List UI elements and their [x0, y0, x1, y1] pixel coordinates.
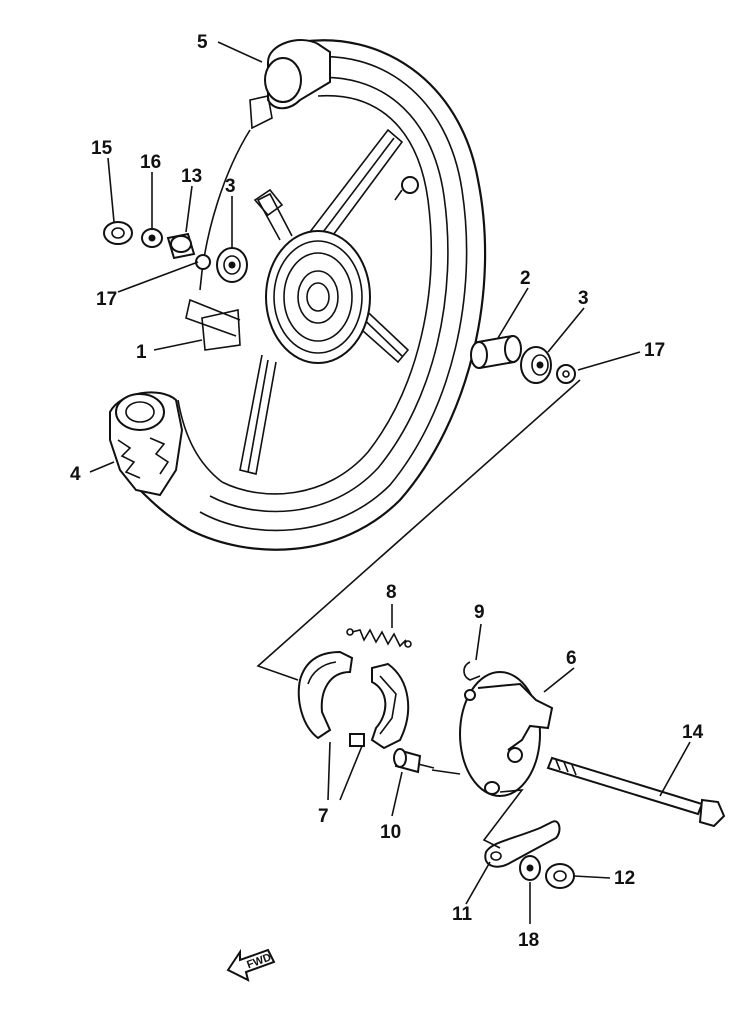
label-7: 7 — [318, 806, 329, 827]
label-17-right: 17 — [644, 340, 665, 361]
part-labels: 5 15 16 13 3 17 1 4 2 3 17 8 9 6 14 7 10… — [70, 32, 704, 951]
assembly-lines — [256, 379, 581, 849]
label-2: 2 — [520, 268, 531, 289]
wheel-rim — [139, 39, 487, 551]
label-8: 8 — [386, 582, 397, 603]
part-12-nut — [545, 863, 575, 889]
part-7-brake-shoes — [297, 650, 410, 750]
wheel-spokes — [185, 128, 410, 475]
label-3-right: 3 — [578, 288, 589, 309]
label-18: 18 — [518, 930, 539, 951]
label-14: 14 — [682, 722, 704, 743]
part-17-circlip-right — [556, 364, 576, 384]
wheel-hub — [201, 176, 419, 364]
label-10: 10 — [380, 822, 401, 843]
label-5: 5 — [197, 32, 208, 53]
part-5-tube — [249, 39, 331, 130]
part-9-clip — [463, 661, 481, 681]
part-17-circlip-left — [195, 254, 211, 270]
label-15: 15 — [91, 138, 113, 159]
label-3-left: 3 — [225, 176, 236, 197]
label-9: 9 — [474, 602, 485, 623]
part-8-spring — [346, 628, 412, 648]
label-13: 13 — [181, 166, 202, 187]
part-18-washer — [519, 855, 541, 881]
part-11-arm — [484, 820, 561, 868]
label-17-left: 17 — [96, 289, 117, 310]
fwd-arrow-icon: FWD — [226, 948, 276, 982]
label-1: 1 — [136, 342, 147, 363]
part-4-tire — [109, 391, 184, 497]
part-16-washer — [141, 228, 163, 248]
label-16: 16 — [140, 152, 161, 173]
part-3-bearing-right — [520, 346, 552, 384]
label-4: 4 — [70, 464, 81, 485]
label-12: 12 — [614, 868, 635, 889]
part-6-brake-plate — [459, 671, 554, 797]
part-14-axle — [546, 756, 726, 828]
part-10-cam — [393, 748, 435, 774]
label-6: 6 — [566, 648, 577, 669]
part-13-collar — [166, 232, 196, 260]
part-2-spacer — [470, 334, 522, 370]
part-3-bearing-left — [216, 247, 248, 283]
label-11: 11 — [452, 904, 473, 925]
leader-lines — [89, 41, 691, 924]
part-15-nut — [103, 221, 133, 245]
